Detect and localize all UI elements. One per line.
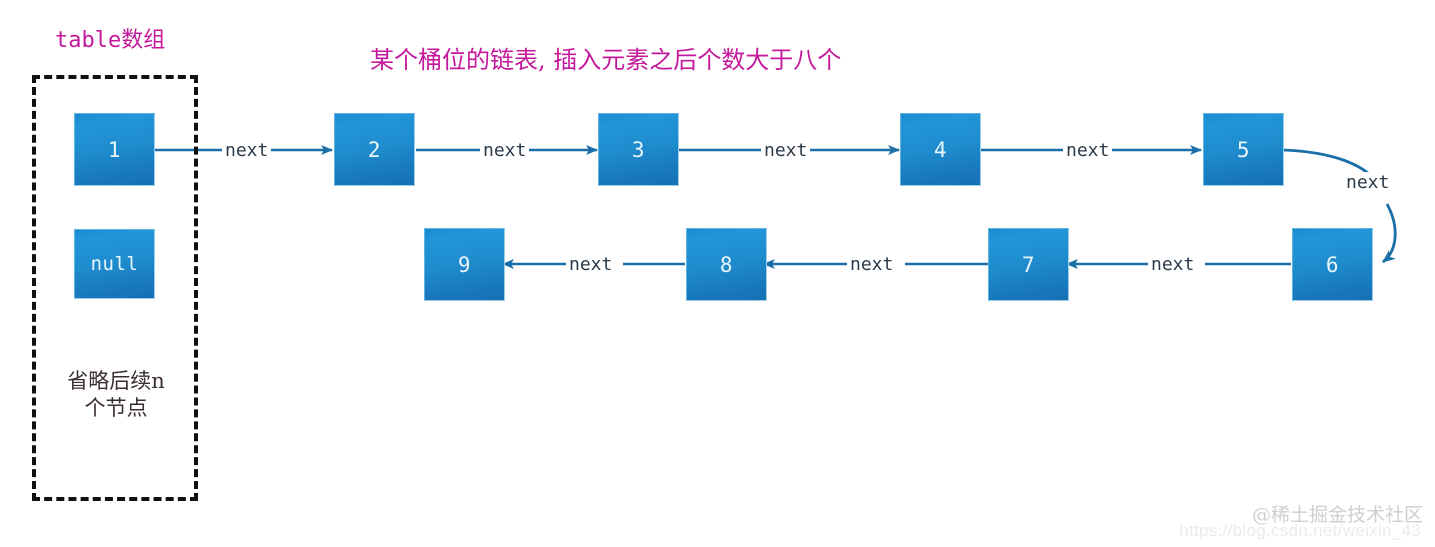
node-4[interactable]: 4	[900, 113, 981, 186]
omitted-nodes-note: 省略后续n 个节点	[42, 368, 190, 422]
table-array-container	[32, 75, 198, 501]
next-label-5-6: next	[1343, 172, 1393, 193]
next-label-1-2: next	[222, 140, 272, 161]
watermark-brand: @稀土掘金技术社区	[1251, 504, 1423, 526]
next-label-3-4: next	[761, 140, 811, 161]
table-array-label: table数组	[55, 28, 166, 53]
next-label-6-7: next	[1148, 254, 1198, 275]
node-9[interactable]: 9	[424, 228, 505, 301]
next-label-4-5: next	[1063, 140, 1113, 161]
node-null[interactable]: null	[74, 229, 155, 299]
node-1[interactable]: 1	[74, 113, 155, 186]
omitted-nodes-line1: 省略后续n	[67, 369, 165, 393]
next-label-7-8: next	[847, 254, 897, 275]
node-2[interactable]: 2	[334, 113, 415, 186]
node-6[interactable]: 6	[1292, 228, 1373, 301]
watermark-url: https://blog.csdn.net/weixin_43	[1179, 521, 1421, 540]
node-7[interactable]: 7	[988, 228, 1069, 301]
next-label-8-9: next	[566, 254, 616, 275]
node-5[interactable]: 5	[1203, 113, 1284, 186]
node-3[interactable]: 3	[598, 113, 679, 186]
next-label-2-3: next	[480, 140, 530, 161]
chain-title: 某个桶位的链表, 插入元素之后个数大于八个	[370, 46, 842, 74]
node-8[interactable]: 8	[686, 228, 767, 301]
omitted-nodes-line2: 个节点	[84, 395, 148, 420]
